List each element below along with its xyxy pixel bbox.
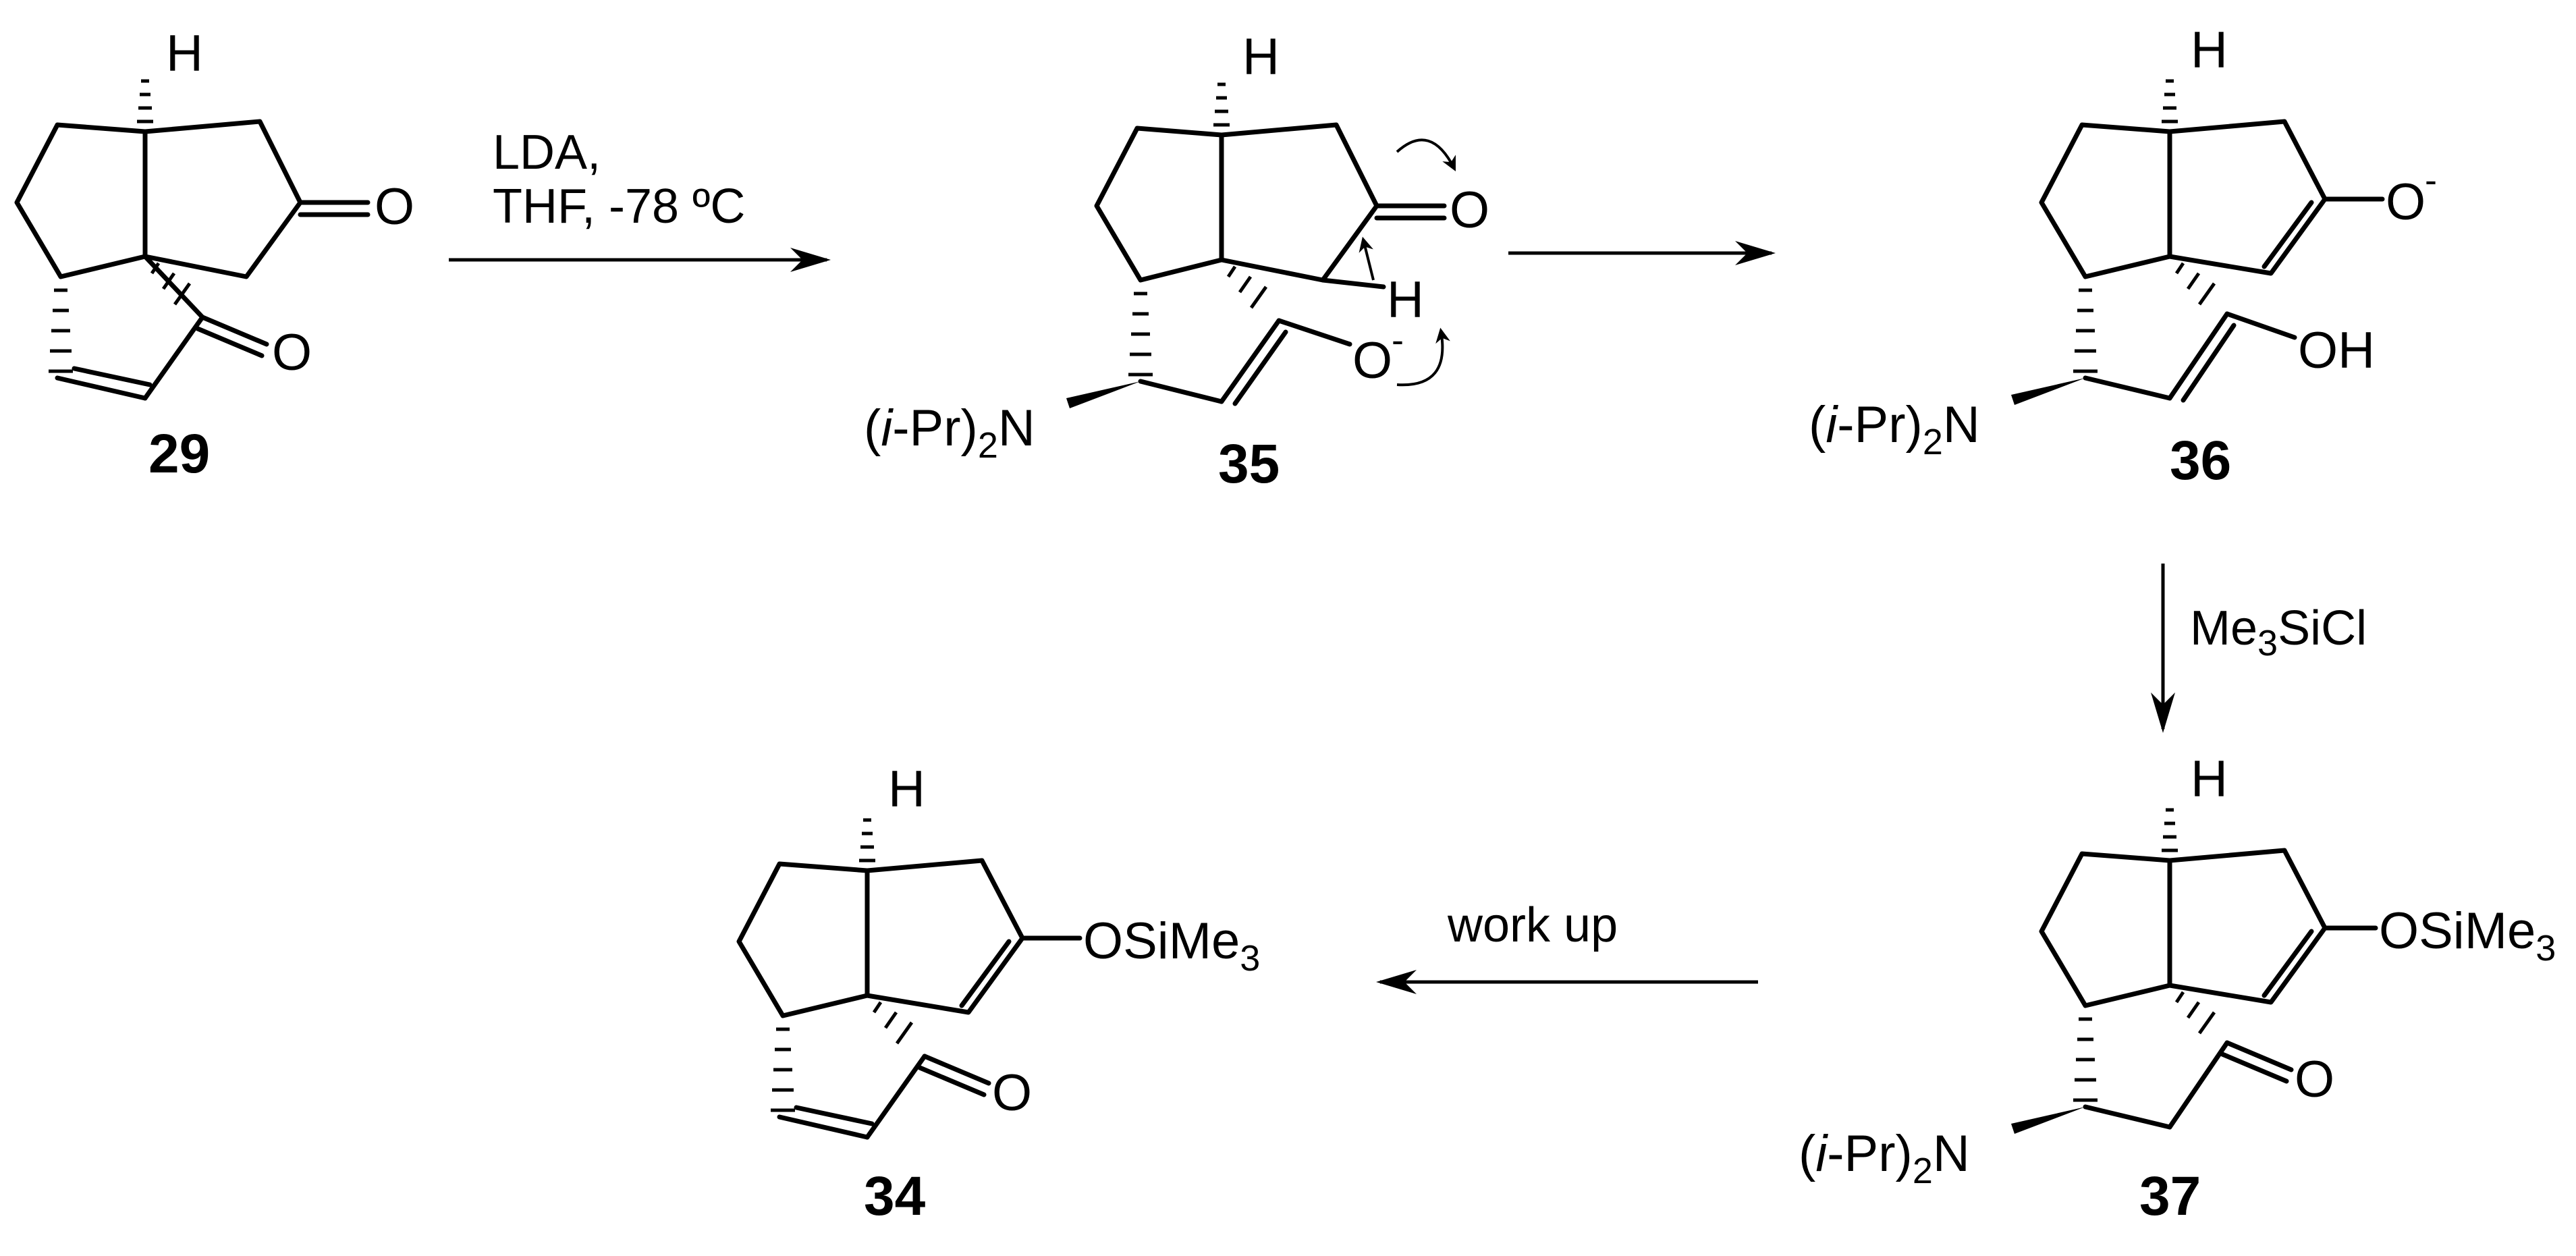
stereo-hash-h <box>137 79 153 124</box>
stereo-wedge <box>1066 381 1141 408</box>
stereo-hash-ring <box>1128 292 1153 377</box>
stereo-hash-h <box>1213 82 1230 127</box>
compound-label-35: 35 <box>1218 433 1280 495</box>
compound-label-36: 36 <box>2170 430 2231 491</box>
atom-o-minus: O <box>1352 332 1392 389</box>
stereo-wedge <box>2011 378 2085 405</box>
atom-o: O <box>2295 1051 2334 1108</box>
curly-arrow <box>1396 327 1450 387</box>
stereo-hash-quat <box>150 262 192 306</box>
svg-text:(i-Pr)2N: (i-Pr)2N <box>864 400 1035 466</box>
atom-o: O <box>992 1064 1032 1122</box>
charge-minus: - <box>2425 160 2437 200</box>
stereo-hash-ring <box>49 288 73 373</box>
stereo-hash-ring <box>2073 1017 2098 1102</box>
atom-h: H <box>166 25 203 82</box>
stereo-hash-h <box>859 818 875 863</box>
compound-37: H OSiMe3 O (i-Pr)2N 37 <box>1799 750 2556 1227</box>
condition-me3sicl: Me3SiCl <box>2190 601 2367 663</box>
svg-text:(i-Pr)2N: (i-Pr)2N <box>1809 396 1980 462</box>
condition-workup: work up <box>1447 898 1618 952</box>
amine-label: (i-Pr)2N <box>1809 396 1980 462</box>
amine-label: (i-Pr)2N <box>1799 1125 1970 1191</box>
atom-o-minus: O <box>2386 173 2426 231</box>
curly-arrow <box>1359 236 1375 281</box>
compound-29: H O O 29 <box>14 25 414 485</box>
stereo-hash-quat <box>1226 265 1268 309</box>
stereo-hash-ring <box>2073 288 2098 373</box>
svg-text:(i-Pr)2N: (i-Pr)2N <box>1799 1125 1970 1191</box>
compound-34: H OSiMe3 O 34 <box>736 761 1260 1227</box>
atom-o: O <box>375 178 414 236</box>
atom-o: O <box>272 324 312 381</box>
compound-36: H O - OH (i-Pr)2N 36 <box>1809 22 2437 491</box>
stereo-hash-ring <box>771 1027 795 1112</box>
atom-oh: OH <box>2298 322 2375 379</box>
condition-lda: LDA, <box>493 126 601 180</box>
reaction-arrow-3: Me3SiCl <box>2151 564 2367 733</box>
osime3-label: OSiMe3 <box>2379 902 2556 968</box>
atom-o: O <box>1450 182 1489 239</box>
osime3-label: OSiMe3 <box>1083 912 1260 979</box>
atom-h: H <box>2191 22 2228 79</box>
stereo-wedge <box>2011 1107 2085 1134</box>
amine-label: (i-Pr)2N <box>864 400 1035 466</box>
reaction-arrow-4: work up <box>1376 898 1758 994</box>
atom-h: H <box>1242 28 1280 86</box>
reaction-arrow-1: LDA, THF, -78 ºC <box>449 126 831 272</box>
atom-h: H <box>1387 271 1424 329</box>
condition-thf: THF, -78 ºC <box>493 180 745 234</box>
stereo-hash-quat <box>872 1001 914 1045</box>
stereo-hash-h <box>2162 79 2178 124</box>
stereo-hash-h <box>2162 808 2178 852</box>
compound-label-37: 37 <box>2139 1166 2201 1227</box>
stereo-hash-quat <box>2174 262 2216 306</box>
compound-label-29: 29 <box>148 423 210 485</box>
compound-label-34: 34 <box>864 1166 926 1227</box>
curly-arrow <box>1396 138 1456 171</box>
stereo-hash-quat <box>2174 991 2216 1035</box>
charge-minus: - <box>1392 320 1404 360</box>
atom-h: H <box>888 761 925 818</box>
atom-h: H <box>2191 750 2228 808</box>
compound-35: H O H O - (i-Pr)2N 35 <box>864 28 1489 495</box>
